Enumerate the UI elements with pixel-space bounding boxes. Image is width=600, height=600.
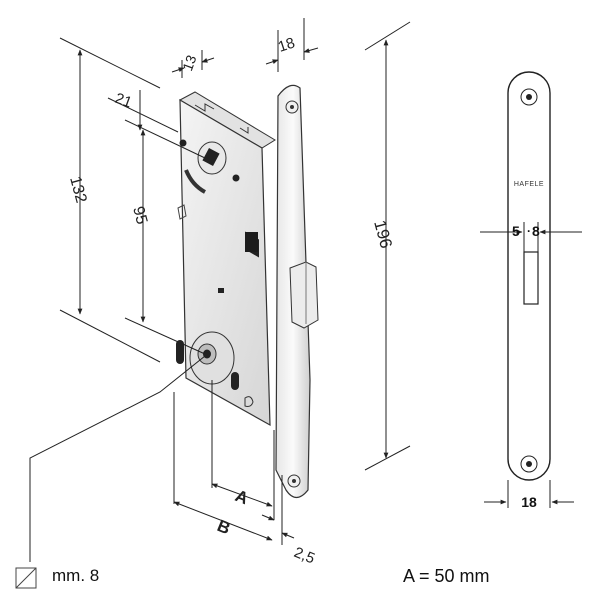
dim-B: B	[215, 516, 234, 538]
dim-A: A	[233, 486, 252, 508]
follower-hub	[184, 141, 227, 194]
svg-text:·: ·	[527, 224, 531, 238]
dim-8: 8	[532, 223, 540, 239]
faceplate-front-view: HAFELE 5 · 8 18	[480, 71, 582, 510]
screw-hole-mid	[232, 174, 240, 182]
latch-mechanism	[245, 232, 258, 252]
screw-hole-top	[179, 139, 187, 147]
dimension-lines	[29, 18, 411, 562]
brand-mark: HAFELE	[514, 181, 544, 188]
dim-196: 196	[370, 218, 396, 250]
backset-formula: A = 50 mm	[403, 566, 490, 586]
dim-13: 13	[179, 53, 199, 73]
dim-18-top: 18	[276, 34, 297, 55]
dim-18-bottom: 18	[521, 494, 537, 510]
dim-132: 132	[66, 175, 89, 205]
latch-bolt	[289, 261, 319, 329]
dim-2-5: 2,5	[292, 544, 318, 568]
dim-5: 5	[512, 223, 520, 239]
lock-cylinder	[176, 331, 254, 407]
lock-isometric	[176, 84, 319, 499]
dim-95: 95	[129, 205, 150, 227]
spindle-size-label: mm. 8	[52, 566, 100, 585]
dim-21: 21	[113, 90, 134, 112]
square-spindle-icon	[15, 567, 37, 589]
latch-slot	[523, 251, 539, 305]
